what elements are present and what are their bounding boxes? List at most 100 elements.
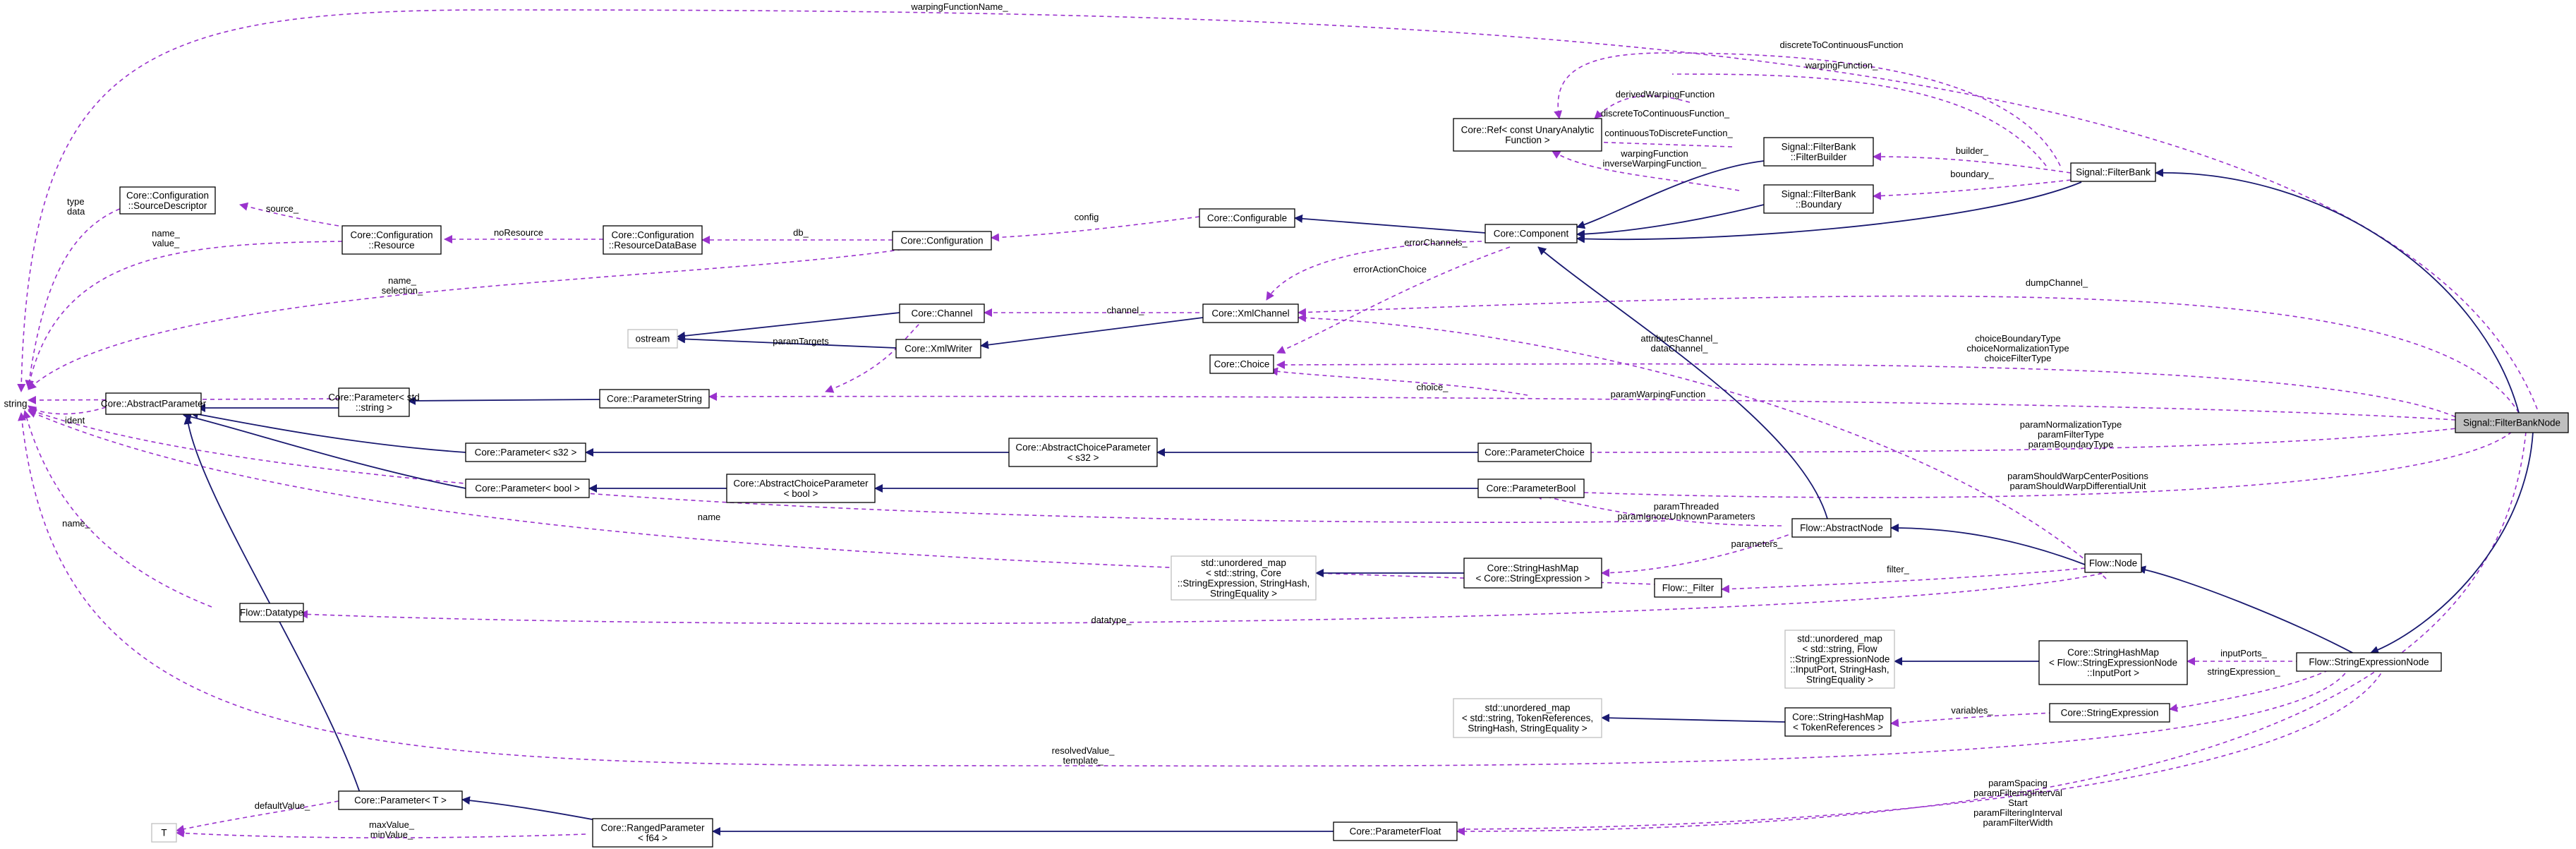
edge-label-discreteToContinuous: discreteToContinuousFunction [1780, 40, 1904, 50]
node-label-line: < std::string, Flow [1802, 644, 1877, 654]
edge-label-line: datatype_ [1091, 615, 1132, 625]
class-node-configuration[interactable]: Core::Configuration [892, 231, 992, 251]
edge-paramShouldWarp [1527, 431, 2512, 498]
class-node-parameter-string[interactable]: Core::ParameterString [599, 389, 710, 409]
class-node-abstract-choice-bool[interactable]: Core::AbstractChoiceParameter< bool > [726, 474, 876, 503]
class-node-parameter-float[interactable]: Core::ParameterFloat [1333, 821, 1458, 841]
edge-label-line: Start [2008, 797, 2028, 808]
edge-dumpChannel [1298, 295, 2520, 414]
edge-label-line: paramNormalizationType [2020, 419, 2122, 430]
edge-label-line: ident [65, 415, 85, 426]
node-label-line: Signal::FilterBankNode [2463, 418, 2560, 428]
class-node-string-expression-node[interactable]: Flow::StringExpressionNode [2296, 652, 2442, 672]
class-node-string: string [4, 399, 27, 409]
edge-label-builder: builder_ [1956, 145, 1989, 156]
edge-label-ident: ident [65, 415, 85, 426]
class-node-filter-builder[interactable]: Signal::FilterBank::FilterBuilder [1763, 137, 1874, 167]
class-node-param-std-string[interactable]: Core::Parameter< std::string > [328, 387, 420, 417]
node-label-line: Core::StringExpression [2061, 708, 2159, 718]
edge-label-errorChannels: errorChannels_ [1404, 237, 1468, 248]
class-node-abstract-parameter[interactable]: Core::AbstractParameter [101, 392, 207, 415]
edge-label-line: type [67, 196, 85, 207]
class-node-ostream[interactable]: ostream [627, 329, 678, 349]
edge-label-line: data [67, 206, 85, 217]
edge-label-defaultValueT: defaultValue_ [255, 800, 310, 811]
class-node-string-hash-map-token-refs[interactable]: Core::StringHashMap< TokenReferences > [1784, 707, 1892, 737]
edge-label-filter: filter_ [1887, 564, 1910, 574]
class-node-filter-bank[interactable]: Signal::FilterBank [2070, 162, 2156, 182]
class-node-source-descriptor[interactable]: Core::Configuration::SourceDescriptor [119, 186, 216, 215]
node-box [1763, 137, 1874, 167]
node-label-line: Core::Channel [911, 308, 972, 319]
inherit-rangedParameter-paramT [461, 796, 600, 821]
class-node-string-hash-map-str-expr[interactable]: Core::StringHashMap< Core::StringExpress… [1463, 558, 1602, 589]
class-node-abstract-choice-s32[interactable]: Core::AbstractChoiceParameter< s32 > [1008, 438, 1158, 467]
node-box [726, 474, 876, 503]
class-node-unordered-map-token-refs[interactable]: std::unordered_map< std::string, TokenRe… [1453, 698, 1602, 738]
edge-label-maxMinValue: maxValue_minValue_ [369, 819, 415, 840]
edge-label-nameValue: name_value_ [152, 228, 181, 248]
node-label-line: < std::string, Core [1206, 567, 1281, 578]
class-node-parameter-choice[interactable]: Core::ParameterChoice [1477, 442, 1592, 462]
class-node-filter-bank-node[interactable]: Signal::FilterBankNode [2455, 412, 2569, 433]
node-label-line: < f64 > [638, 833, 667, 843]
class-node-ranged-parameter[interactable]: Core::RangedParameter< f64 > [592, 818, 713, 848]
edge-label-line: derivedWarpingFunction [1616, 89, 1715, 100]
edge-discreteToContinuousFunction [1554, 52, 2061, 167]
edge-label-choiceTypes: choiceBoundaryTypechoiceNormalizationTyp… [1966, 333, 2069, 363]
class-node-unordered-map-input-port[interactable]: std::unordered_map< std::string, Flow::S… [1784, 630, 1895, 689]
node-box [1477, 478, 1585, 498]
edge-errorActionChoice [1276, 246, 1511, 354]
edge-label-line: value_ [152, 238, 180, 248]
edge-boundary-refUnary [1552, 150, 1740, 191]
node-label-line: ::StringExpression, StringHash, [1178, 578, 1310, 589]
class-node-flow-datatype[interactable]: Flow::Datatype [239, 603, 304, 622]
class-node-abstract-node[interactable]: Flow::AbstractNode [1791, 518, 1892, 538]
class-node-choice[interactable]: Core::Choice [1209, 354, 1274, 374]
node-label-line: Core::RangedParameter [600, 822, 705, 833]
class-node-resource[interactable]: Core::Configuration::Resource [341, 225, 442, 255]
edge-label-variables: variables_ [1951, 705, 1993, 716]
class-node-xml-channel[interactable]: Core::XmlChannel [1202, 303, 1299, 323]
node-box [627, 329, 678, 349]
class-node-boundary[interactable]: Signal::FilterBank::Boundary [1763, 184, 1874, 214]
node-label-line: std::unordered_map [1797, 634, 1882, 644]
class-node-param-s32[interactable]: Core::Parameter< s32 > [465, 442, 586, 462]
node-label-line: string [4, 399, 27, 409]
class-node-param-t[interactable]: Core::Parameter< T > [338, 790, 463, 810]
class-node-resource-data-base[interactable]: Core::Configuration::ResourceDataBase [603, 225, 703, 255]
class-node-channel[interactable]: Core::Channel [899, 303, 985, 323]
node-box [1763, 184, 1874, 214]
node-label-line: Function > [1505, 135, 1550, 145]
class-node-parameter-bool[interactable]: Core::ParameterBool [1477, 478, 1585, 498]
node-label-line: Core::ParameterBool [1487, 483, 1576, 494]
class-node-t-node[interactable]: T [151, 823, 177, 843]
edge-variables [1890, 712, 2054, 728]
node-label-line: ::StringExpressionNode [1790, 654, 1890, 665]
class-node-flow-filter[interactable]: Flow::_Filter [1654, 578, 1722, 598]
edge-label-line: dumpChannel_ [2026, 277, 2088, 288]
edge-builder-refUnary [1527, 136, 1733, 147]
edge-label-line: errorActionChoice [1353, 264, 1427, 275]
edge-source [239, 202, 339, 227]
class-node-xml-writer[interactable]: Core::XmlWriter [895, 339, 981, 359]
node-label-line: Signal::FilterBank [1782, 188, 1856, 199]
class-node-string-hash-map-input-port[interactable]: Core::StringHashMap< Flow::StringExpress… [2038, 640, 2188, 685]
class-node-component[interactable]: Core::Component [1484, 224, 1578, 243]
class-node-param-bool[interactable]: Core::Parameter< bool > [465, 478, 590, 498]
class-node-flow-node[interactable]: Flow::Node [2084, 553, 2142, 573]
edge-label-line: minValue_ [370, 829, 413, 840]
class-node-configurable[interactable]: Core::Configurable [1199, 208, 1295, 228]
node-box [465, 442, 586, 462]
class-node-unordered-map-str-expr[interactable]: std::unordered_map< std::string, Core::S… [1171, 555, 1317, 601]
edge-label-paramTypes: paramNormalizationTypeparamFilterTypepar… [2020, 419, 2122, 450]
edge-label-noResource: noResource [494, 227, 543, 238]
edge-label-line: boundary_ [1950, 169, 1994, 179]
class-node-string-expression[interactable]: Core::StringExpression [2049, 703, 2170, 723]
node-label-line: Core::Choice [1214, 359, 1270, 370]
edge-resolvedValue [18, 412, 2350, 767]
inherit-fbn-filterBank [2155, 168, 2520, 414]
node-box [2084, 553, 2142, 573]
edge-paramTargets [825, 318, 925, 393]
